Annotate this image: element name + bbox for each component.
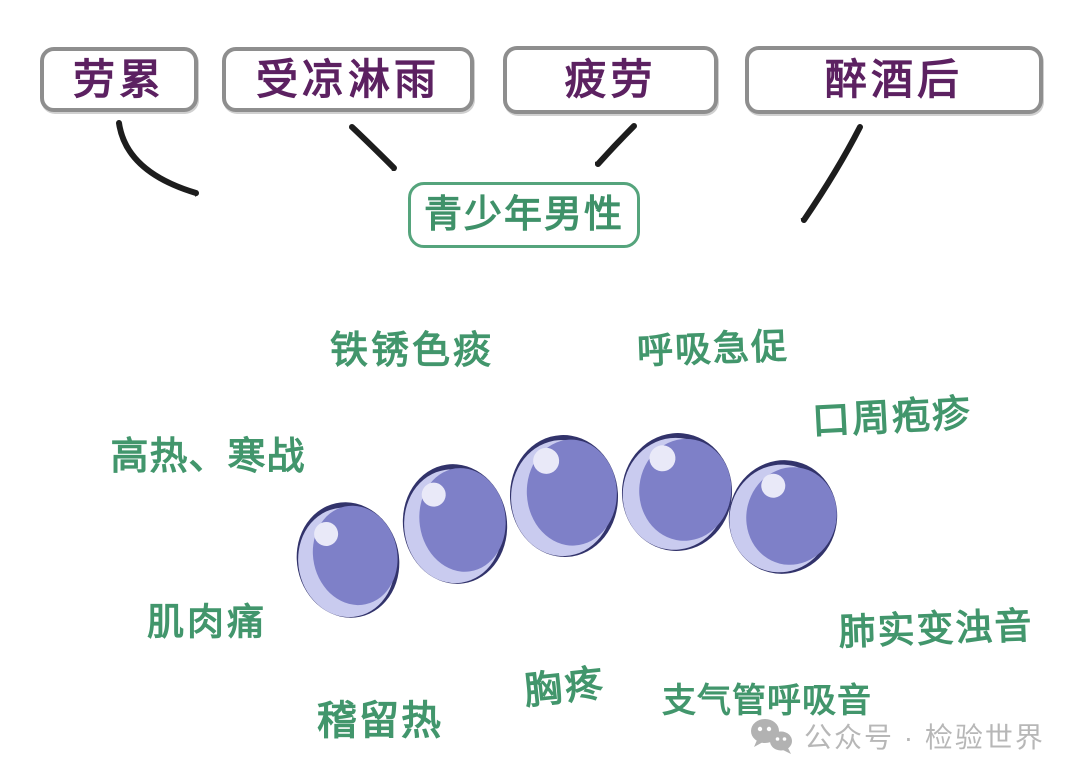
cause-box-laolei: 劳累	[40, 47, 198, 112]
symptom-high-fever-chills: 高热、寒战	[110, 436, 306, 478]
arrow-from-zuijiu	[804, 124, 863, 223]
highlight-dot	[421, 482, 446, 507]
cause-label: 醉酒后	[824, 56, 963, 103]
cause-box-zuijiuhou: 醉酒后	[745, 46, 1043, 114]
arrow-from-shouliang	[349, 124, 397, 171]
bacterium-5	[728, 460, 838, 574]
arrow-from-laolei	[116, 120, 199, 193]
cause-box-shouliang-linyu: 受凉淋雨	[222, 47, 474, 112]
subject-label: 青少年男性	[423, 194, 624, 236]
cause-label: 受凉淋雨	[255, 55, 440, 103]
highlight-dot	[314, 521, 339, 546]
symptom-lung-consolidation-dullness: 肺实变浊音	[837, 605, 1035, 653]
bacteria-chain	[296, 433, 838, 618]
bacterium-3	[509, 435, 619, 557]
cause-box-pilao: 疲劳	[503, 46, 718, 114]
symptom-perioral-herpes: 口周疱疹	[811, 392, 973, 444]
highlight-dot	[649, 445, 676, 472]
watermark-text: 公众号 · 检验世界	[804, 722, 1045, 753]
symptom-continued-fever: 稽留热	[317, 699, 443, 743]
wechat-icon	[751, 719, 792, 754]
highlight-dot	[761, 473, 786, 498]
cause-label: 疲劳	[564, 56, 657, 103]
subject-box-adolescent-male: 青少年男性	[408, 182, 640, 248]
symptom-bronchial-breath-sounds: 支气管呼吸音	[662, 682, 872, 720]
symptom-muscle-pain: 肌肉痛	[147, 601, 267, 643]
bacterium-2	[402, 464, 508, 584]
bacterium-1	[296, 502, 400, 618]
symptom-rapid-breathing: 呼吸急促	[636, 325, 790, 372]
symptom-rust-colored-sputum: 铁锈色痰	[329, 330, 495, 372]
watermark: 公众号 · 检验世界	[748, 716, 1045, 756]
symptom-chest-pain: 胸疼	[522, 662, 608, 714]
arrow-from-pilao	[595, 123, 637, 167]
bacterium-4	[621, 433, 733, 551]
cause-label: 劳累	[72, 55, 165, 103]
highlight-dot	[533, 447, 560, 474]
